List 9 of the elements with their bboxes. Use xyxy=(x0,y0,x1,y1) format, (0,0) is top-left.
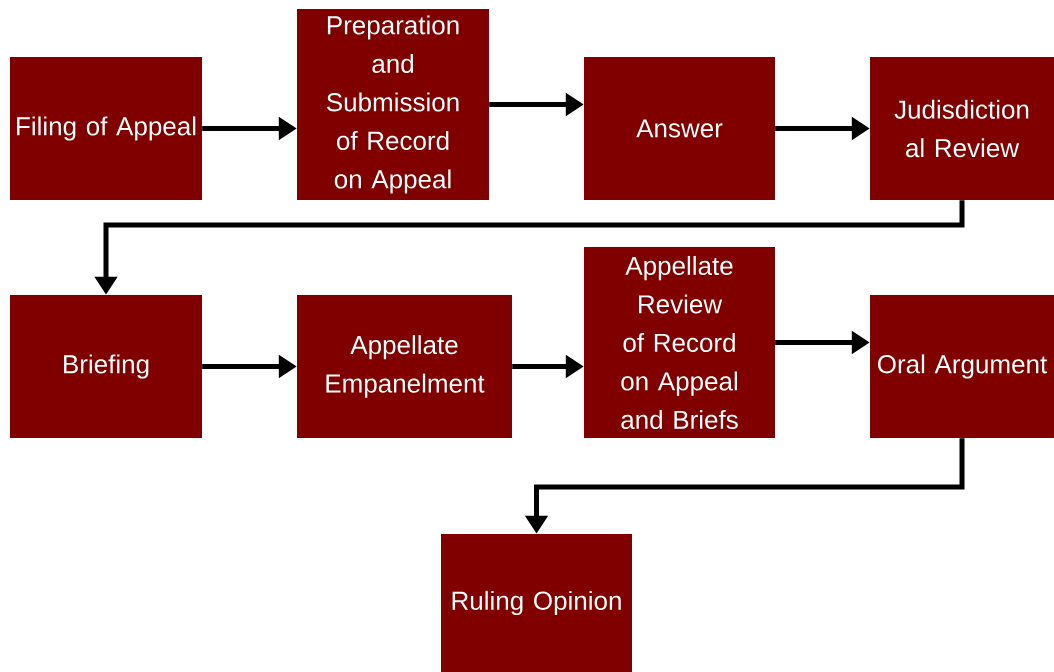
process-box: Judisdiction al Review xyxy=(870,57,1054,200)
process-box: Oral Argument xyxy=(870,295,1054,438)
process-box: Appellate Empanelment xyxy=(297,295,512,438)
process-box: Answer xyxy=(584,57,775,200)
process-box: Appellate Review of Record on Appeal and Briefs xyxy=(584,247,775,438)
process-box: Filing of Appeal xyxy=(10,57,202,200)
process-box: Briefing xyxy=(10,295,202,438)
process-box: Ruling Opinion xyxy=(441,534,632,672)
process-box: Preparation and Submission of Record on Appeal xyxy=(297,9,489,200)
